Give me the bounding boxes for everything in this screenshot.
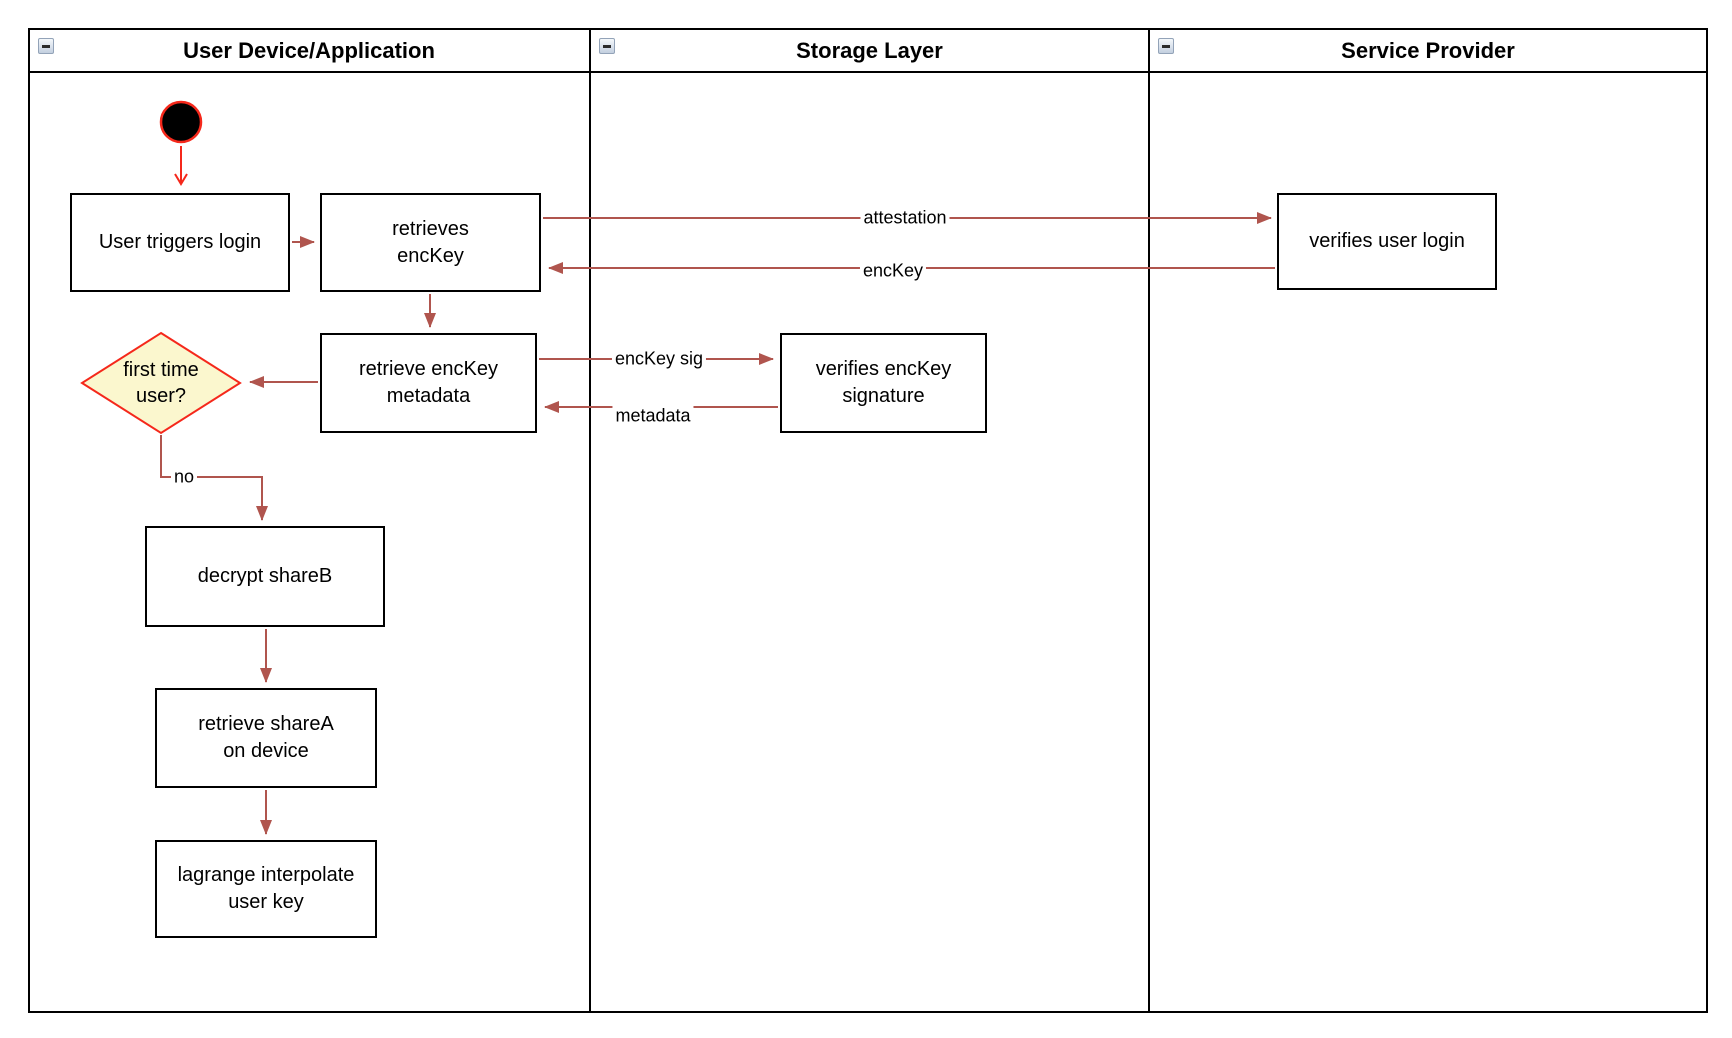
decision-first-time-user-shape[interactable] — [80, 331, 242, 435]
collapse-minus-icon[interactable] — [38, 38, 54, 54]
action-decrypt-shareb[interactable]: decrypt shareB — [145, 526, 385, 627]
action-verifies-enckey-signature[interactable]: verifies encKey signature — [780, 333, 987, 433]
lane-divider-2 — [1148, 28, 1150, 1013]
action-user-triggers-login[interactable]: User triggers login — [70, 193, 290, 292]
lane-header-service-provider: Service Provider — [1341, 38, 1515, 63]
action-verifies-user-login[interactable]: verifies user login — [1277, 193, 1497, 290]
edge-label-enckey: encKey — [859, 260, 927, 282]
action-retrieve-sharea-on-device[interactable]: retrieve shareA on device — [155, 688, 377, 788]
edge-label-enckey-sig: encKey sig — [611, 348, 707, 370]
action-retrieve-enckey-metadata[interactable]: retrieve encKey metadata — [320, 333, 537, 433]
action-lagrange-interpolate-user-key[interactable]: lagrange interpolate user key — [155, 840, 377, 938]
decision-first-time-user-label: first time user? — [123, 359, 199, 407]
collapse-minus-icon[interactable] — [1158, 38, 1174, 54]
lane-header-storage-layer: Storage Layer — [796, 38, 943, 63]
edge-label-attestation: attestation — [860, 207, 950, 229]
swimlane-pool — [28, 28, 1708, 1013]
action-retrieves-enckey[interactable]: retrieves encKey — [320, 193, 541, 292]
lane-divider-1 — [589, 28, 591, 1013]
start-node[interactable] — [159, 100, 203, 144]
collapse-minus-icon[interactable] — [599, 38, 615, 54]
edge-label-metadata: metadata — [612, 405, 694, 427]
lane-header-separator — [30, 71, 1706, 73]
lane-header-user-device: User Device/Application — [183, 38, 435, 63]
edge-label-no: no — [170, 466, 198, 488]
edge-decision-no-to-decrypt — [160, 435, 268, 521]
